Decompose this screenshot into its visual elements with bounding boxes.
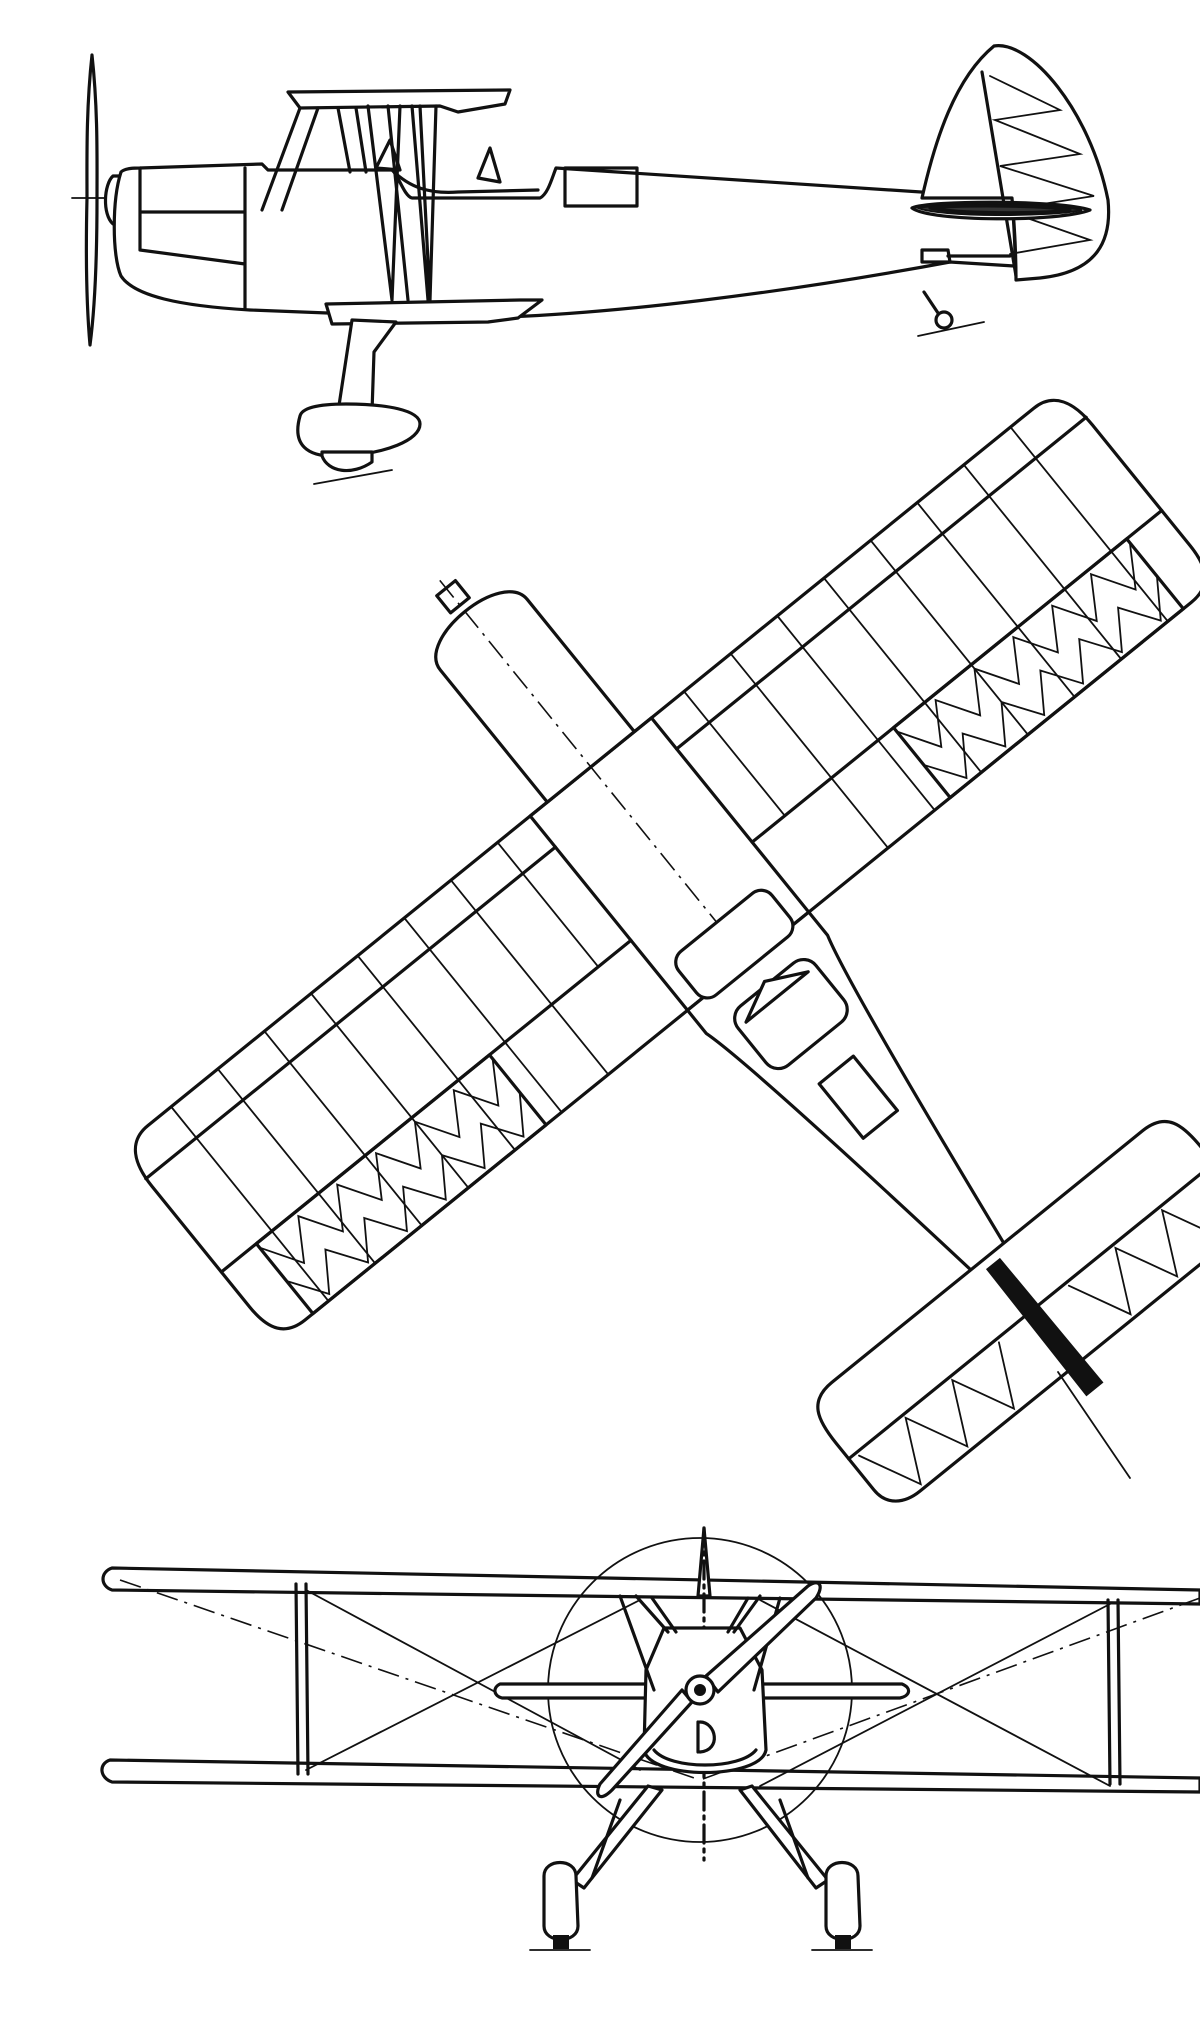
front-cabane-struts	[618, 1594, 782, 1692]
side-rudder-ribs	[989, 75, 1095, 255]
plan-right-spar	[675, 415, 1088, 751]
side-horizontal-tail-inner	[928, 204, 1072, 215]
plan-fuselage-panel	[817, 1054, 900, 1140]
plan-rear-windscreen	[744, 970, 810, 1024]
front-propeller-hub	[694, 1684, 706, 1696]
front-gear-struts	[590, 1798, 810, 1880]
side-windscreen-rear	[476, 146, 502, 184]
plan-centerline	[439, 579, 970, 1234]
front-left-wheel	[553, 1935, 569, 1949]
side-engine-cowling	[138, 166, 247, 310]
front-right-wheel	[835, 1935, 851, 1949]
plan-centerline-extension	[1057, 1371, 1131, 1479]
plan-left-aileron-ribs-2	[285, 1091, 525, 1296]
plan-wing	[133, 398, 1200, 1331]
side-propeller	[84, 53, 99, 347]
side-tailwheel-leg	[922, 290, 942, 318]
front-left-gear-leg	[570, 1784, 664, 1890]
plan-left-aileron	[254, 1053, 548, 1316]
front-upper-wing	[101, 1566, 1200, 1606]
side-wheel-spat	[296, 402, 422, 458]
side-wheel	[320, 450, 374, 473]
plan-left-elevator-ribs	[858, 1341, 1016, 1486]
plan-fuselage-nose	[434, 590, 636, 804]
plan-left-aileron-ribs	[258, 1057, 500, 1265]
front-elevation-view	[100, 1526, 1200, 1951]
front-propeller-blade-lower	[596, 1688, 694, 1799]
plan-right-elevator-ribs	[1067, 1171, 1200, 1316]
front-lower-wing	[100, 1758, 1200, 1794]
side-lower-wing	[324, 298, 544, 326]
side-interplane-struts	[366, 104, 438, 302]
front-wing-axes	[119, 1579, 1200, 1781]
side-ground-line-rear	[917, 321, 985, 337]
plan-left-spar	[144, 845, 557, 1181]
side-landing-gear-leg	[336, 318, 398, 414]
side-elevation-view	[71, 44, 1111, 485]
front-right-gear-leg	[738, 1784, 830, 1890]
front-left-wheel-spat	[542, 1861, 580, 1941]
side-cockpit	[390, 168, 540, 194]
side-tail-bump	[920, 248, 952, 264]
front-cowl-lip	[652, 1748, 758, 1767]
plan-right-aileron-ribs-2	[922, 575, 1162, 780]
side-rudder-hinge	[980, 70, 1018, 278]
plan-front-cockpit	[674, 888, 795, 1000]
front-left-struts	[294, 1582, 310, 1776]
front-right-wheel-spat	[824, 1861, 862, 1941]
plan-right-aileron-ribs	[895, 541, 1137, 749]
side-tailwheel	[934, 310, 954, 330]
plan-fin	[985, 1257, 1104, 1397]
front-bracing-wires	[305, 1589, 1111, 1787]
front-air-intake	[696, 1720, 716, 1754]
side-fuselage-panel	[563, 166, 639, 208]
front-propeller-blade-upper	[704, 1581, 822, 1694]
plan-right-aileron	[891, 537, 1185, 800]
side-ground-line-front	[313, 469, 393, 485]
side-cabane-struts	[260, 106, 368, 212]
plan-view	[133, 398, 1200, 1503]
